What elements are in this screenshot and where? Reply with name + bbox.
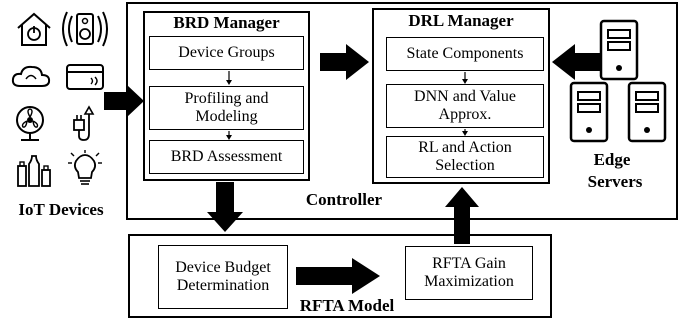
bulb-icon (68, 150, 102, 185)
brd-manager-title: BRD Manager (173, 13, 280, 32)
arrow-brd-to-drl (320, 44, 369, 80)
drl-manager-title: DRL Manager (408, 11, 514, 30)
edge-servers-label-line1: Edge (593, 150, 631, 169)
state-components-box: State Components (386, 37, 544, 71)
rfta-gain-box: RFTA Gain Maximization (405, 246, 533, 300)
arrow-budget-to-gain (296, 258, 380, 294)
arrow-edge-to-drl (552, 44, 604, 80)
plug-icon (73, 105, 95, 141)
arrow-iot-to-brd (104, 84, 144, 118)
server-icon (627, 81, 667, 143)
controller-label: Controller (305, 190, 383, 209)
rl-action-selection-box: RL and Action Selection (386, 136, 544, 178)
home-icon (17, 12, 51, 46)
device-budget-box: Device Budget Determination (158, 245, 288, 309)
edge-servers-label-line2: Servers (587, 172, 643, 191)
brd-assessment-box: BRD Assessment (149, 140, 304, 174)
arrow-rfta-to-drl (445, 187, 479, 244)
server-icon (599, 19, 639, 81)
cloud-icon (11, 65, 51, 87)
server-icon (569, 81, 609, 143)
iot-devices-label: IoT Devices (18, 200, 104, 219)
device-groups-box: Device Groups (149, 36, 304, 70)
arrow-brd-to-rfta (207, 182, 243, 232)
card-icon (66, 64, 104, 90)
rfta-model-label: RFTA Model (299, 296, 395, 315)
bottles-icon (17, 155, 51, 187)
fan-icon (16, 106, 44, 141)
speaker-icon (62, 11, 108, 47)
dnn-value-approx-box: DNN and Value Approx. (386, 84, 544, 128)
profiling-modeling-box: Profiling and Modeling (149, 86, 304, 130)
